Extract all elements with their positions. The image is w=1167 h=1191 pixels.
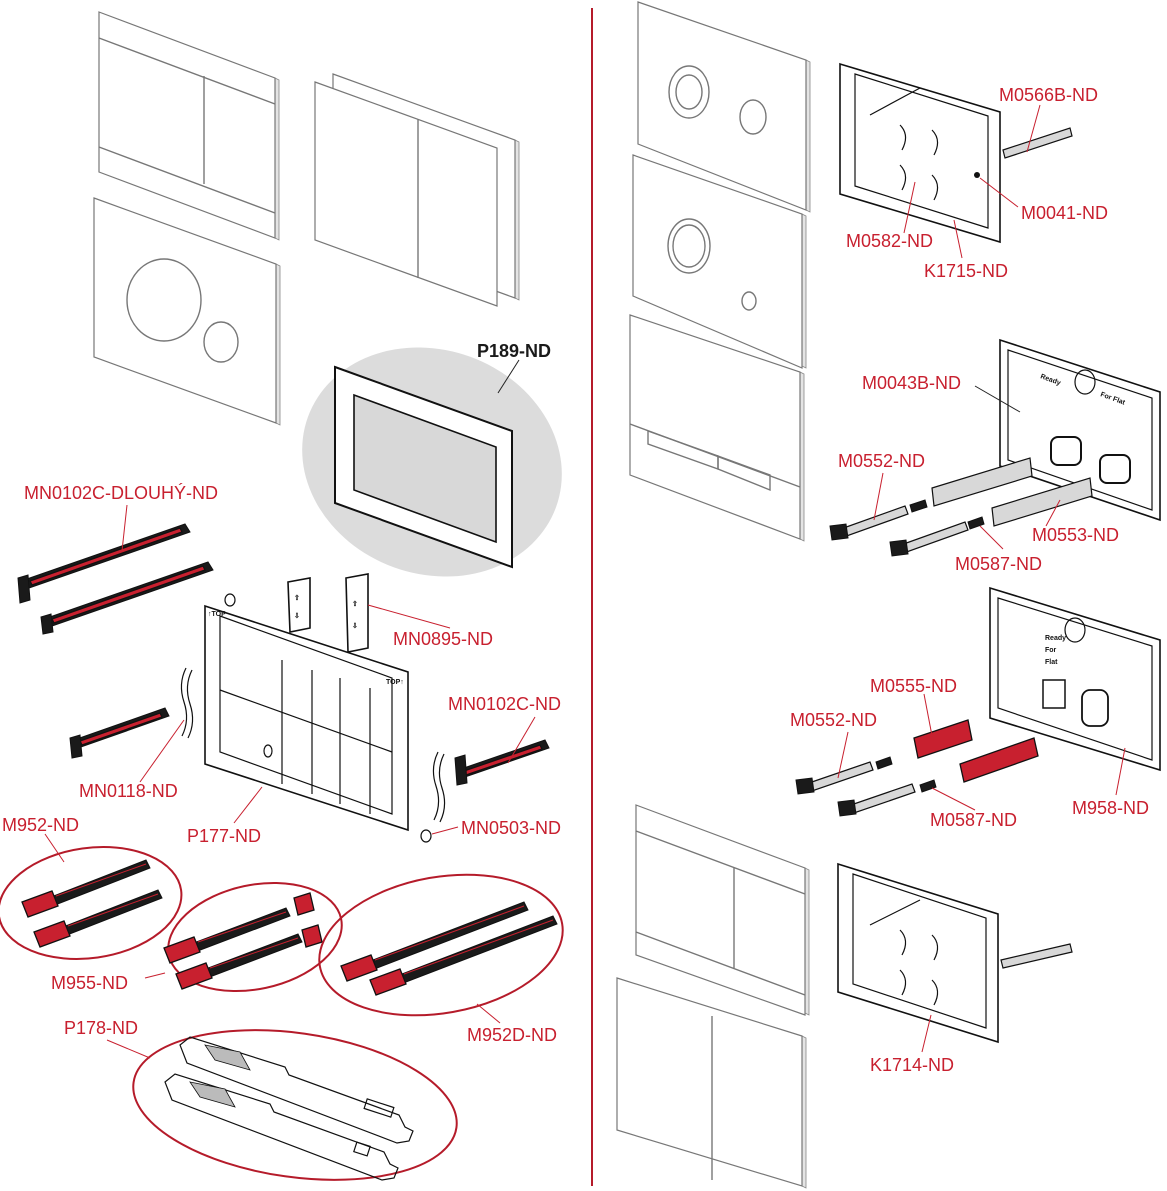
ready-for-flat-text-b-1: Ready [1045,635,1066,642]
flush-plate-two-panel-double [314,73,520,307]
label-mn0102c-dlouhy: MN0102C-DLOUHÝ-ND [24,483,218,503]
part-m958: Ready For Flat [989,586,1161,796]
label-m952: M952-ND [2,815,79,835]
part-mn0503 [420,826,459,843]
part-mn0102c [454,716,550,786]
label-m0582: M0582-ND [846,231,933,251]
part-mn0102c-dlouhy [17,504,214,635]
ready-for-flat-text-b-3: Flat [1045,659,1058,666]
label-p177: P177-ND [187,826,261,846]
frame-top-marking-left: ↑TOP [208,611,226,618]
label-p189: P189-ND [477,341,551,361]
ready-for-flat-text-b-2: For [1045,647,1057,654]
part-m955 [144,881,343,993]
flush-plate-square-plain [616,977,807,1189]
label-m0587-a: M0587-ND [955,554,1042,574]
svg-text:⇧: ⇧ [294,594,300,602]
label-k1715: K1715-ND [924,261,1008,281]
part-m0587-a [967,516,1004,550]
part-mn0102c-short-left [69,707,170,759]
part-m0555 [913,693,1039,783]
part-m0043b: Ready For Flat [974,338,1161,522]
flush-plate-bar-buttons [629,314,805,542]
label-m0566b: M0566B-ND [999,85,1098,105]
svg-text:⇩: ⇩ [294,612,300,620]
flush-plate-square-split [635,804,810,1016]
label-mn0102c: MN0102C-ND [448,694,561,714]
label-m952d: M952D-ND [467,1025,557,1045]
label-m0553: M0553-ND [1032,525,1119,545]
part-m0553 [931,457,1093,527]
label-mn0118: MN0118-ND [79,781,178,801]
flush-plate-round-one-button [632,154,807,369]
frame-top-marking-right: TOP↑ [386,679,404,686]
svg-text:⇧: ⇧ [352,600,358,608]
label-m0587-b: M0587-ND [930,810,1017,830]
label-m0552-b: M0552-ND [790,710,877,730]
flush-plate-round-buttons [93,197,281,426]
part-p177: ↑TOP TOP↑ [204,593,409,832]
label-m0552-a: M0552-ND [838,451,925,471]
flush-plate-round-two-buttons [637,1,811,213]
label-k1714: K1714-ND [870,1055,954,1075]
svg-text:⇩: ⇩ [352,622,358,630]
part-m952 [0,833,183,960]
part-p189 [302,347,562,577]
label-m958: M958-ND [1072,798,1149,818]
label-m955: M955-ND [51,973,128,993]
flush-plate-rectangular-split [98,11,280,241]
part-m0552-b [795,731,916,817]
label-m0041: M0041-ND [1021,203,1108,223]
part-m0552-a [829,472,969,557]
label-m0555: M0555-ND [870,676,957,696]
part-p178 [106,1029,458,1181]
part-k1715 [839,62,1073,259]
label-mn0503: MN0503-ND [461,818,561,838]
label-p178: P178-ND [64,1018,138,1038]
label-m0043b: M0043B-ND [862,373,961,393]
part-m0587-b [919,779,976,811]
part-m952d [318,873,564,1024]
part-mn0895: ⇧ ⇩ ⇧ ⇩ [287,573,451,653]
label-mn0895: MN0895-ND [393,629,493,649]
part-k1714 [837,862,1073,1053]
part-mn0118 [139,667,446,823]
